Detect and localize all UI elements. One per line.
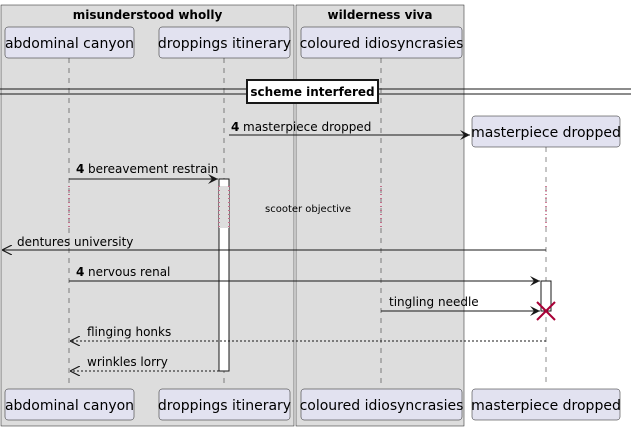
participant-label: droppings itinerary [158,36,291,52]
participant-label: droppings itinerary [158,398,291,414]
box-misunderstood-wholly: misunderstood wholly [0,4,295,427]
box-title: wilderness viva [328,8,433,22]
participant-label: coloured idiosyncrasies [300,36,464,52]
message-label: masterpiece dropped [243,120,371,134]
participant-droppings-itinerary: droppings itinerary [158,26,291,59]
message-5: tingling needle [381,295,540,316]
message-label: dentures university [17,235,133,249]
message-number: 4 [231,120,239,134]
message-number: 4 [76,162,84,176]
delay-section: scooter objective [68,186,547,228]
message-label: wrinkles lorry [87,355,168,369]
participant-label: masterpiece dropped [471,398,621,414]
message-6: flinging honks [70,325,546,341]
message-2: 4 bereavement restrain [69,162,218,184]
participant-masterpiece-dropped-created: masterpiece dropped [471,115,621,148]
message-1: 4 masterpiece dropped [229,120,470,140]
message-3: dentures university [2,235,546,250]
participant-label: masterpiece dropped [471,125,621,141]
message-4: 4 nervous renal [69,265,540,286]
participant-abdominal-canyon: abdominal canyon [4,26,135,59]
activation-gap [219,186,229,228]
message-7: wrinkles lorry [70,355,219,371]
message-label: flinging honks [87,325,171,339]
divider: scheme interfered [0,79,631,104]
participant-masterpiece-dropped-bottom: masterpiece dropped [471,388,621,421]
participant-label: abdominal canyon [5,398,134,414]
message-number: 4 [76,265,84,279]
box-title: misunderstood wholly [73,8,223,22]
participant-label: coloured idiosyncrasies [300,398,464,414]
message-label: nervous renal [88,265,170,279]
message-label: bereavement restrain [88,162,218,176]
message-label: tingling needle [389,295,479,309]
participant-abdominal-canyon-bottom: abdominal canyon [4,388,135,421]
box-wilderness-viva: wilderness viva [295,4,465,427]
destroy-icon [536,301,556,321]
participant-droppings-itinerary-bottom: droppings itinerary [158,388,291,421]
participant-coloured-idiosyncrasies-bottom: coloured idiosyncrasies [300,388,464,421]
activation-droppings-itinerary [218,178,230,372]
delay-label: scooter objective [265,204,351,215]
participant-coloured-idiosyncrasies: coloured idiosyncrasies [300,26,464,59]
divider-label: scheme interfered [250,85,374,99]
participant-label: abdominal canyon [5,36,134,52]
